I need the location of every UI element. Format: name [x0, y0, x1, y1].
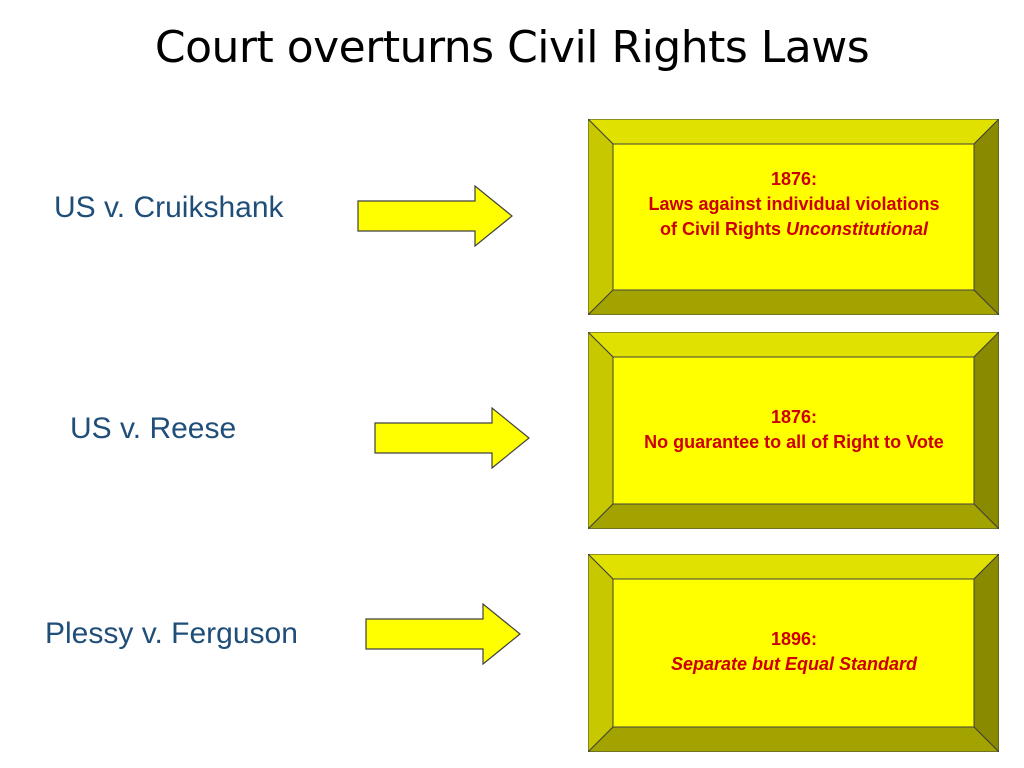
ruling-text-plessy: 1896: Separate but Equal Standard [598, 627, 990, 677]
ruling-line: of Civil Rights Unconstitutional [598, 217, 990, 242]
ruling-year: 1876: [770, 407, 818, 427]
slide-title: Court overturns Civil Rights Laws [154, 22, 870, 73]
case-label-reese: US v. Reese [70, 412, 237, 445]
ruling-box-reese [588, 332, 999, 529]
ruling-line: No guarantee to all of Right to Vote [644, 432, 944, 452]
right-arrow-icon [357, 185, 513, 247]
right-arrow-icon [365, 603, 521, 665]
case-label-plessy: Plessy v. Ferguson [45, 617, 298, 650]
ruling-text-cruikshank: 1876: Laws against individual violations… [598, 167, 990, 242]
ruling-year: 1876: [770, 169, 818, 189]
ruling-line-plain: of Civil Rights [660, 219, 786, 239]
ruling-year: 1896: [770, 629, 818, 649]
ruling-box-cruikshank [588, 119, 999, 315]
ruling-box-plessy [588, 554, 999, 752]
ruling-text-reese: 1876: No guarantee to all of Right to Vo… [598, 405, 990, 455]
ruling-line-italic: Unconstitutional [786, 219, 928, 239]
case-label-cruikshank: US v. Cruikshank [54, 191, 284, 224]
ruling-line-italic: Separate but Equal Standard [670, 654, 918, 674]
right-arrow-icon [374, 407, 530, 469]
ruling-line: Laws against individual violations [648, 194, 940, 214]
